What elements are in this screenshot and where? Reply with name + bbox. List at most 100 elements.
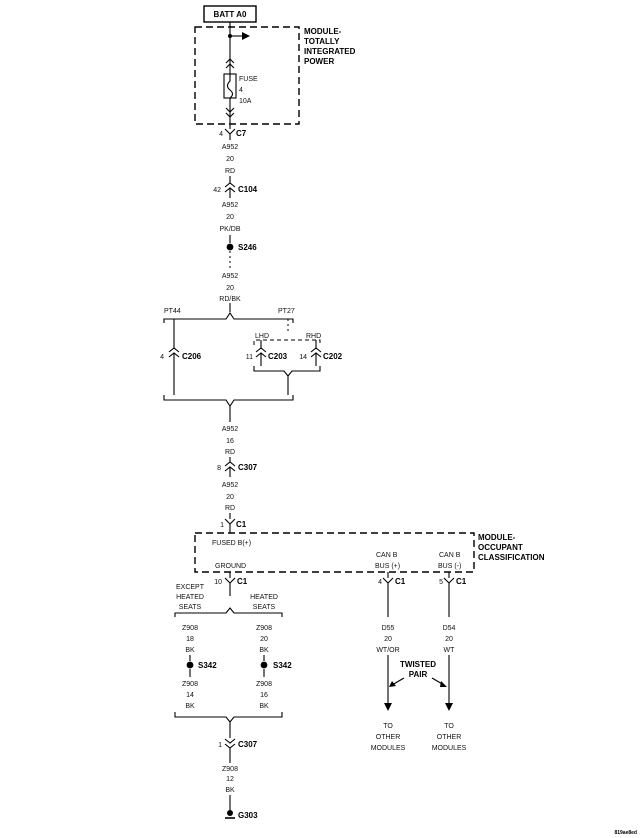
c1top-pin: 1 xyxy=(220,522,224,529)
can-plus-label-1: CAN B xyxy=(376,552,398,559)
pt44-label: PT44 xyxy=(164,308,181,315)
except-label-2: HEATED xyxy=(176,594,204,601)
d54-circuit: D54 xyxy=(443,625,456,632)
tipm-internal-arrow-icon xyxy=(242,32,250,40)
splice-s246 xyxy=(226,243,234,251)
to-right-3: MODULES xyxy=(432,745,467,752)
fuse-element-icon xyxy=(226,74,234,99)
d55-circuit: D55 xyxy=(382,625,395,632)
wire6-gauge: 12 xyxy=(226,776,234,783)
wl1-color: BK xyxy=(185,647,195,654)
c206-name: C206 xyxy=(182,352,202,361)
except-label-3: SEATS xyxy=(179,604,202,611)
to-left-1: TO xyxy=(383,723,393,730)
wire2-gauge: 20 xyxy=(226,214,234,221)
heated-label-1: HEATED xyxy=(250,594,278,601)
s342l-name: S342 xyxy=(198,661,217,670)
g303-name: G303 xyxy=(238,811,258,820)
ocm-label-3: CLASSIFICATION xyxy=(478,553,545,562)
wr2-circuit: Z908 xyxy=(256,681,272,688)
option-brace-bottom xyxy=(163,395,294,407)
connector-c104-icon xyxy=(224,182,236,198)
batt-a0-label: BATT A0 xyxy=(214,10,247,19)
twisted-label-1: TWISTED xyxy=(400,660,436,669)
c1top-name: C1 xyxy=(236,520,247,529)
wire1-gauge: 20 xyxy=(226,156,234,163)
wr2-gauge: 16 xyxy=(260,692,268,699)
wire1-color: RD xyxy=(225,168,235,175)
to-left-2: OTHER xyxy=(376,734,401,741)
twisted-label-2: PAIR xyxy=(409,670,428,679)
rhd-label: RHD xyxy=(306,333,321,340)
wire3-circuit: A952 xyxy=(222,273,238,280)
c1canp-name: C1 xyxy=(395,577,406,586)
twisted-pair-pointer-right xyxy=(440,681,447,687)
c202-pin: 14 xyxy=(299,354,307,361)
lhd-rhd-join-brace xyxy=(253,366,321,377)
connector-c203-icon xyxy=(255,347,267,366)
fused-b-plus-label: FUSED B(+) xyxy=(212,540,251,547)
c203-name: C203 xyxy=(268,352,288,361)
wr1-gauge: 20 xyxy=(260,636,268,643)
wr1-color: BK xyxy=(259,647,269,654)
fuse-amperage: 10A xyxy=(239,98,252,105)
occupant-module-outline xyxy=(194,532,475,573)
wire5-circuit: A952 xyxy=(222,482,238,489)
c202-name: C202 xyxy=(323,352,343,361)
c104-name: C104 xyxy=(238,185,258,194)
wr2-color: BK xyxy=(259,703,269,710)
c1canp-pin: 4 xyxy=(378,579,382,586)
can-minus-label-2: BUS (-) xyxy=(438,563,461,570)
heated-label-2: SEATS xyxy=(253,604,276,611)
wire6-color: BK xyxy=(225,787,235,794)
ground-g303-icon xyxy=(227,810,233,816)
lhd-rhd-dashed-brace xyxy=(253,339,321,345)
tipm-label-3: INTEGRATED xyxy=(304,47,356,56)
splice-s342-left xyxy=(186,661,194,669)
connector-c307-bottom-icon xyxy=(224,738,236,763)
connector-c1-canm-icon xyxy=(443,572,455,617)
c1canm-pin: 5 xyxy=(439,579,443,586)
c104-pin: 42 xyxy=(213,187,221,194)
fuse-label: FUSE xyxy=(239,76,258,83)
c307a-pin: 8 xyxy=(217,465,221,472)
c307b-pin: 1 xyxy=(218,742,222,749)
c307a-name: C307 xyxy=(238,463,258,472)
tipm-output-connector-icon xyxy=(225,107,235,118)
c7-pin: 4 xyxy=(219,131,223,138)
fuse-number: 4 xyxy=(239,87,243,94)
connector-c1-top-icon xyxy=(224,518,236,533)
connector-c206-icon xyxy=(168,347,180,395)
wl1-circuit: Z908 xyxy=(182,625,198,632)
to-right-2: OTHER xyxy=(437,734,462,741)
c307b-name: C307 xyxy=(238,740,258,749)
c203-pin: 11 xyxy=(246,354,253,361)
seats-join-brace xyxy=(174,712,283,723)
connector-c1-ground-icon xyxy=(224,572,236,596)
wire6-circuit: Z908 xyxy=(222,766,238,773)
can-minus-label-1: CAN B xyxy=(439,552,461,559)
lhd-label: LHD xyxy=(255,333,269,340)
to-other-modules-arrow-left xyxy=(384,703,392,711)
wire2-circuit: A952 xyxy=(222,202,238,209)
figure-id: 819ae8ed xyxy=(614,830,637,836)
c206-pin: 4 xyxy=(160,354,164,361)
wr1-circuit: Z908 xyxy=(256,625,272,632)
wl1-gauge: 18 xyxy=(186,636,194,643)
d55-gauge: 20 xyxy=(384,636,392,643)
pt27-label: PT27 xyxy=(278,308,295,315)
tipm-label-2: TOTALLY xyxy=(304,37,340,46)
d54-color: WT xyxy=(444,647,456,654)
wire1-circuit: A952 xyxy=(222,144,238,151)
option-brace-top xyxy=(163,312,294,323)
c1gnd-name: C1 xyxy=(237,577,248,586)
to-left-3: MODULES xyxy=(371,745,406,752)
connector-c1-canp-icon xyxy=(382,572,394,617)
c1gnd-pin: 10 xyxy=(214,579,222,586)
s246-name: S246 xyxy=(238,243,257,252)
wire4-gauge: 16 xyxy=(226,438,234,445)
splice-s342-right xyxy=(260,661,268,669)
ground-label: GROUND xyxy=(215,563,246,570)
heated-seats-split-brace xyxy=(174,607,283,617)
